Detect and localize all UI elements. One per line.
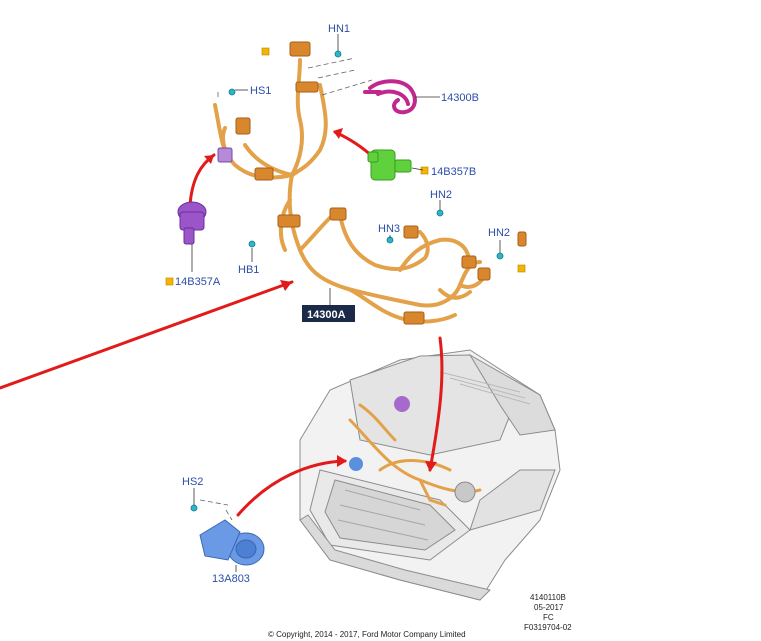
- arrow-harness-to-vehicle: [428, 336, 444, 472]
- part-14300B-harness: [363, 79, 417, 115]
- callout-13a803: 13A803: [212, 573, 250, 585]
- callout-14b357b: 14B357B: [431, 166, 476, 178]
- figure-id: F0319704-02: [524, 623, 572, 632]
- callout-hs1: HS1: [250, 85, 271, 97]
- callout-14b357a: 14B357A: [175, 276, 221, 288]
- part-14B357B-connector: [367, 149, 412, 181]
- engine-bay-component-grey: [454, 481, 476, 503]
- callout-hn2-top: HN2: [430, 189, 452, 201]
- red-arrowheads: [204, 128, 437, 472]
- callout-hs2: HS2: [182, 476, 203, 488]
- engine-bay-connector-blue: [349, 457, 363, 471]
- callout-14300a: 14300A: [307, 309, 346, 321]
- drawing-number: 4140110B: [530, 593, 566, 602]
- callout-14300a-box: [302, 305, 355, 322]
- callout-hn2-right: HN2: [488, 227, 510, 239]
- part-14B357A-connector: [177, 201, 207, 245]
- harness-purple-connector: [217, 147, 233, 163]
- vehicle-front-illustration: [299, 349, 561, 601]
- copyright-notice: © Copyright, 2014 - 2017, Ford Motor Com…: [268, 630, 466, 639]
- arrow-blue-to-vehicle: [236, 459, 347, 517]
- small-stud-part: [517, 231, 527, 247]
- arrow-to-harness: [0, 280, 294, 390]
- arrow-green-to-harness: [333, 130, 375, 159]
- main-harness-connectors: [235, 41, 491, 325]
- callout-14300b: 14300B: [441, 92, 479, 104]
- dashed-leaders: [199, 57, 373, 521]
- part-13A803-horn: [199, 519, 265, 566]
- callout-hn1: HN1: [328, 23, 350, 35]
- engine-bay-connector-purple: [394, 396, 410, 412]
- callout-hb1: HB1: [238, 264, 259, 276]
- drawing-date: 05-2017: [534, 603, 564, 612]
- fastener-markers: [190, 50, 504, 512]
- callout-leaders: [191, 34, 501, 572]
- nut-square-markers: [165, 47, 526, 286]
- callout-hn3: HN3: [378, 223, 400, 235]
- drawing-code: FC: [543, 613, 554, 622]
